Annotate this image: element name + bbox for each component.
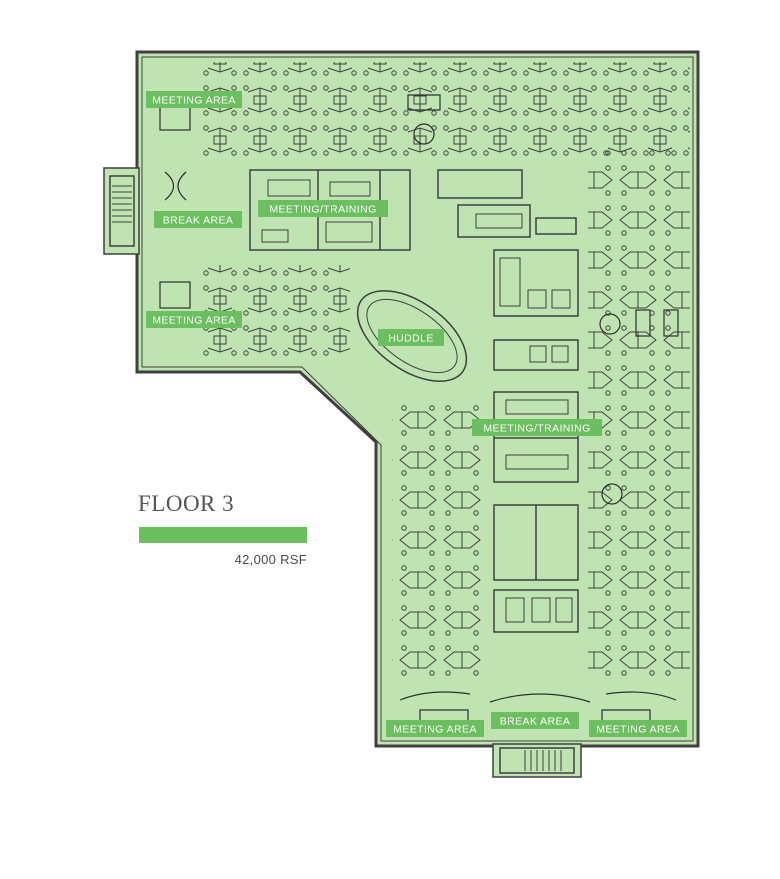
label-meeting-area-south-left: MEETING AREA: [386, 720, 484, 737]
stair-south: [492, 743, 582, 778]
workstation-area-north: [200, 62, 690, 158]
label-meeting-training-center: MEETING/TRAINING: [472, 419, 602, 436]
label-text: MEETING AREA: [152, 315, 236, 327]
label-meeting-area-south-right: MEETING AREA: [589, 720, 687, 737]
label-text: MEETING AREA: [596, 724, 680, 736]
label-text: MEETING AREA: [393, 724, 477, 736]
floor-area-bar: [139, 527, 307, 543]
label-text: HUDDLE: [388, 333, 434, 345]
meeting-furniture: [159, 94, 679, 725]
floor-area: 42,000 RSF: [234, 552, 307, 567]
label-break-area-south: BREAK AREA: [491, 712, 579, 729]
workstation-area-west: [200, 265, 350, 360]
huddle-inner: [366, 298, 458, 374]
stair-west: [103, 167, 140, 255]
label-huddle: HUDDLE: [378, 329, 444, 346]
label-break-area-west: BREAK AREA: [154, 211, 242, 228]
workstation-area-center: [392, 400, 486, 680]
label-meeting-training-north: MEETING/TRAINING: [258, 200, 388, 217]
label-text: BREAK AREA: [163, 215, 234, 227]
label-meeting-area-nw: MEETING AREA: [146, 91, 242, 108]
label-text: MEETING/TRAINING: [269, 204, 376, 216]
core-rooms-middle: [493, 339, 579, 483]
workstation-area-east: [588, 150, 690, 680]
huddle-room: [356, 290, 468, 382]
label-text: MEETING/TRAINING: [483, 423, 590, 435]
floor-inner-wall: [141, 56, 694, 742]
label-text: MEETING AREA: [152, 95, 236, 107]
label-meeting-area-west: MEETING AREA: [146, 311, 242, 328]
label-text: BREAK AREA: [500, 716, 571, 728]
floor-title: FLOOR 3: [138, 491, 235, 516]
core-rooms-north: [437, 169, 579, 317]
core-rooms-south: [493, 504, 579, 633]
floor-outline: [135, 50, 700, 748]
